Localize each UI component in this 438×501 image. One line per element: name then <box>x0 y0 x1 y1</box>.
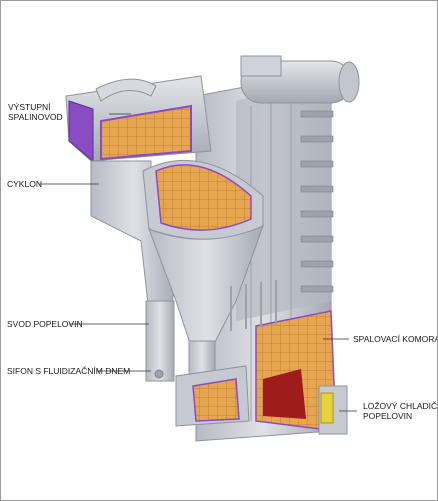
label-svod-popelovin: SVOD POPELOVIN <box>7 319 83 329</box>
steam-drum <box>240 55 360 104</box>
combustion-chamber <box>230 280 337 432</box>
siphon <box>154 365 250 427</box>
label-sifon: SIFON S FLUIDIZAČNÍM DNEM <box>7 366 131 376</box>
label-line-1: VÝSTUPNÍ <box>8 102 51 112</box>
label-line-2: SPALINOVOD <box>8 112 63 122</box>
label-line-1: LOŽOVÝ CHLADIČ <box>363 401 438 411</box>
label-cyklon: CYKLON <box>7 179 42 189</box>
label-vystupni-spalinovod: VÝSTUPNÍ SPALINOVOD <box>8 102 63 122</box>
leader-lines <box>39 113 357 412</box>
ash-cooler <box>318 385 348 435</box>
label-spalovaci-komora: SPALOVACÍ KOMORA <box>353 334 438 344</box>
outlet-duct <box>65 75 212 163</box>
label-lozovy-chladic: LOŽOVÝ CHLADIČ POPELOVIN <box>363 401 437 421</box>
label-line-2: POPELOVIN <box>363 411 413 421</box>
boiler-body <box>195 70 334 442</box>
